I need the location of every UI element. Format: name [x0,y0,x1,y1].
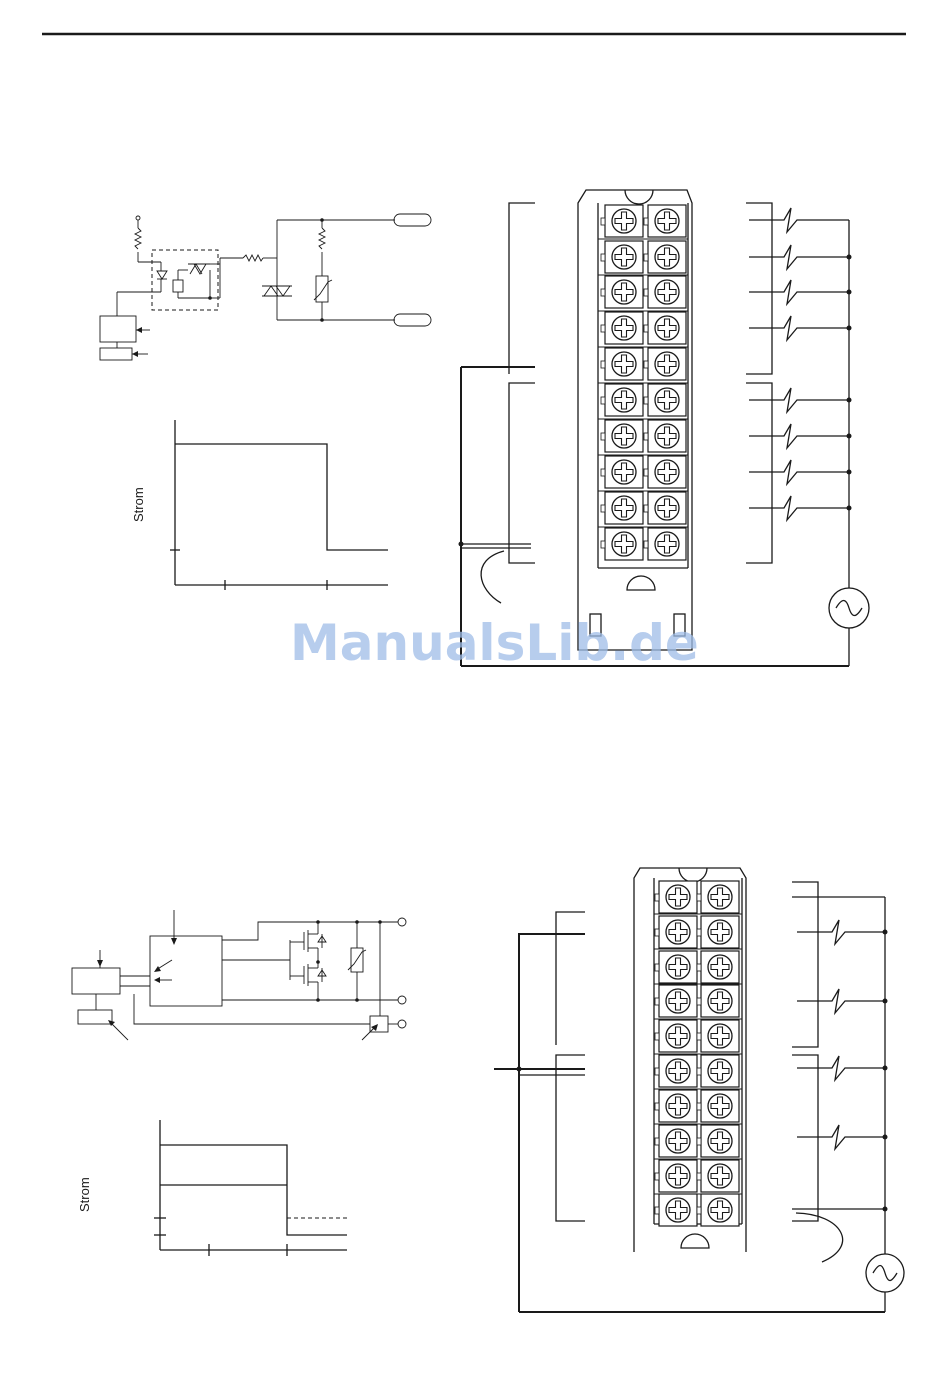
top-current-graph: Strom [131,420,388,590]
terminal-screw-icon [644,276,686,308]
terminal-screw-icon [697,1055,739,1087]
terminal-screw-icon [655,916,697,948]
output-terminal-icon [398,918,406,926]
terminal-screw-icon [697,1125,739,1157]
graph-ylabel: Strom [77,1177,92,1212]
terminal-screw-icon [655,1160,697,1192]
terminal-screw-icon [644,241,686,273]
terminal-screw-icon [655,881,697,913]
resistor-icon [319,228,325,249]
terminal-screw-icon [644,205,686,237]
terminal-screw-icon [601,241,643,273]
output-terminal-icon [398,996,406,1004]
terminal-screw-icon [601,420,643,452]
terminal-screw-icon [697,916,739,948]
terminal-screw-icon [655,985,697,1017]
varistor-icon [316,276,328,302]
terminal-screw-icon [601,205,643,237]
terminal-screw-icon [697,1160,739,1192]
output-terminal-icon [394,314,431,326]
optocoupler-box [152,250,218,310]
terminal-screw-icon [644,528,686,560]
terminal-screw-icon [697,1194,739,1226]
watermark: ManualsLib.de [290,614,699,672]
status-indicator-block [78,1010,112,1024]
current-trace [175,444,388,550]
terminal-screw-icon [601,312,643,344]
logic-block [72,968,120,994]
terminal-screw-icon [601,384,643,416]
logic-block [100,316,136,342]
top-terminal-block [578,190,692,650]
terminal-screw-icon [697,951,739,983]
bottom-output-circuit-schematic [72,910,406,1040]
terminal-screw-icon [601,348,643,380]
opto-triac-icon [188,264,210,274]
led-icon [157,271,167,279]
terminal-screw-icon [601,492,643,524]
terminal-screw-icon [655,1055,697,1087]
terminal-screw-icon [644,492,686,524]
terminal-screw-icon [601,456,643,488]
terminal-screw-icon [644,420,686,452]
resistor-icon [135,228,141,249]
terminal-screw-icon [655,1125,697,1157]
terminal-screw-icon [655,1020,697,1052]
mosfet-icon [290,962,326,1000]
terminal-screw-icon [644,384,686,416]
bottom-current-graph: Strom [77,1120,347,1256]
status-indicator-block [100,348,132,360]
terminal-screw-icon [601,528,643,560]
graph-ylabel: Strom [131,487,146,522]
terminal-screw-icon [697,881,739,913]
terminal-screw-icon [644,312,686,344]
resistor-icon [243,255,263,261]
terminal-screw-icon [697,1020,739,1052]
bottom-terminal-block [634,868,746,1252]
terminal-screw-icon [697,1090,739,1122]
terminal-screw-icon [655,951,697,983]
output-terminal-icon [398,1020,406,1028]
output-terminal-icon [394,214,431,226]
terminal-screw-icon [644,348,686,380]
terminal-screw-icon [601,276,643,308]
current-trace [160,1145,347,1235]
top-output-circuit-schematic [100,214,431,360]
terminal-screw-icon [655,1194,697,1226]
terminal-screw-icon [697,985,739,1017]
terminal-screw-icon [644,456,686,488]
terminal-screw-icon [655,1090,697,1122]
